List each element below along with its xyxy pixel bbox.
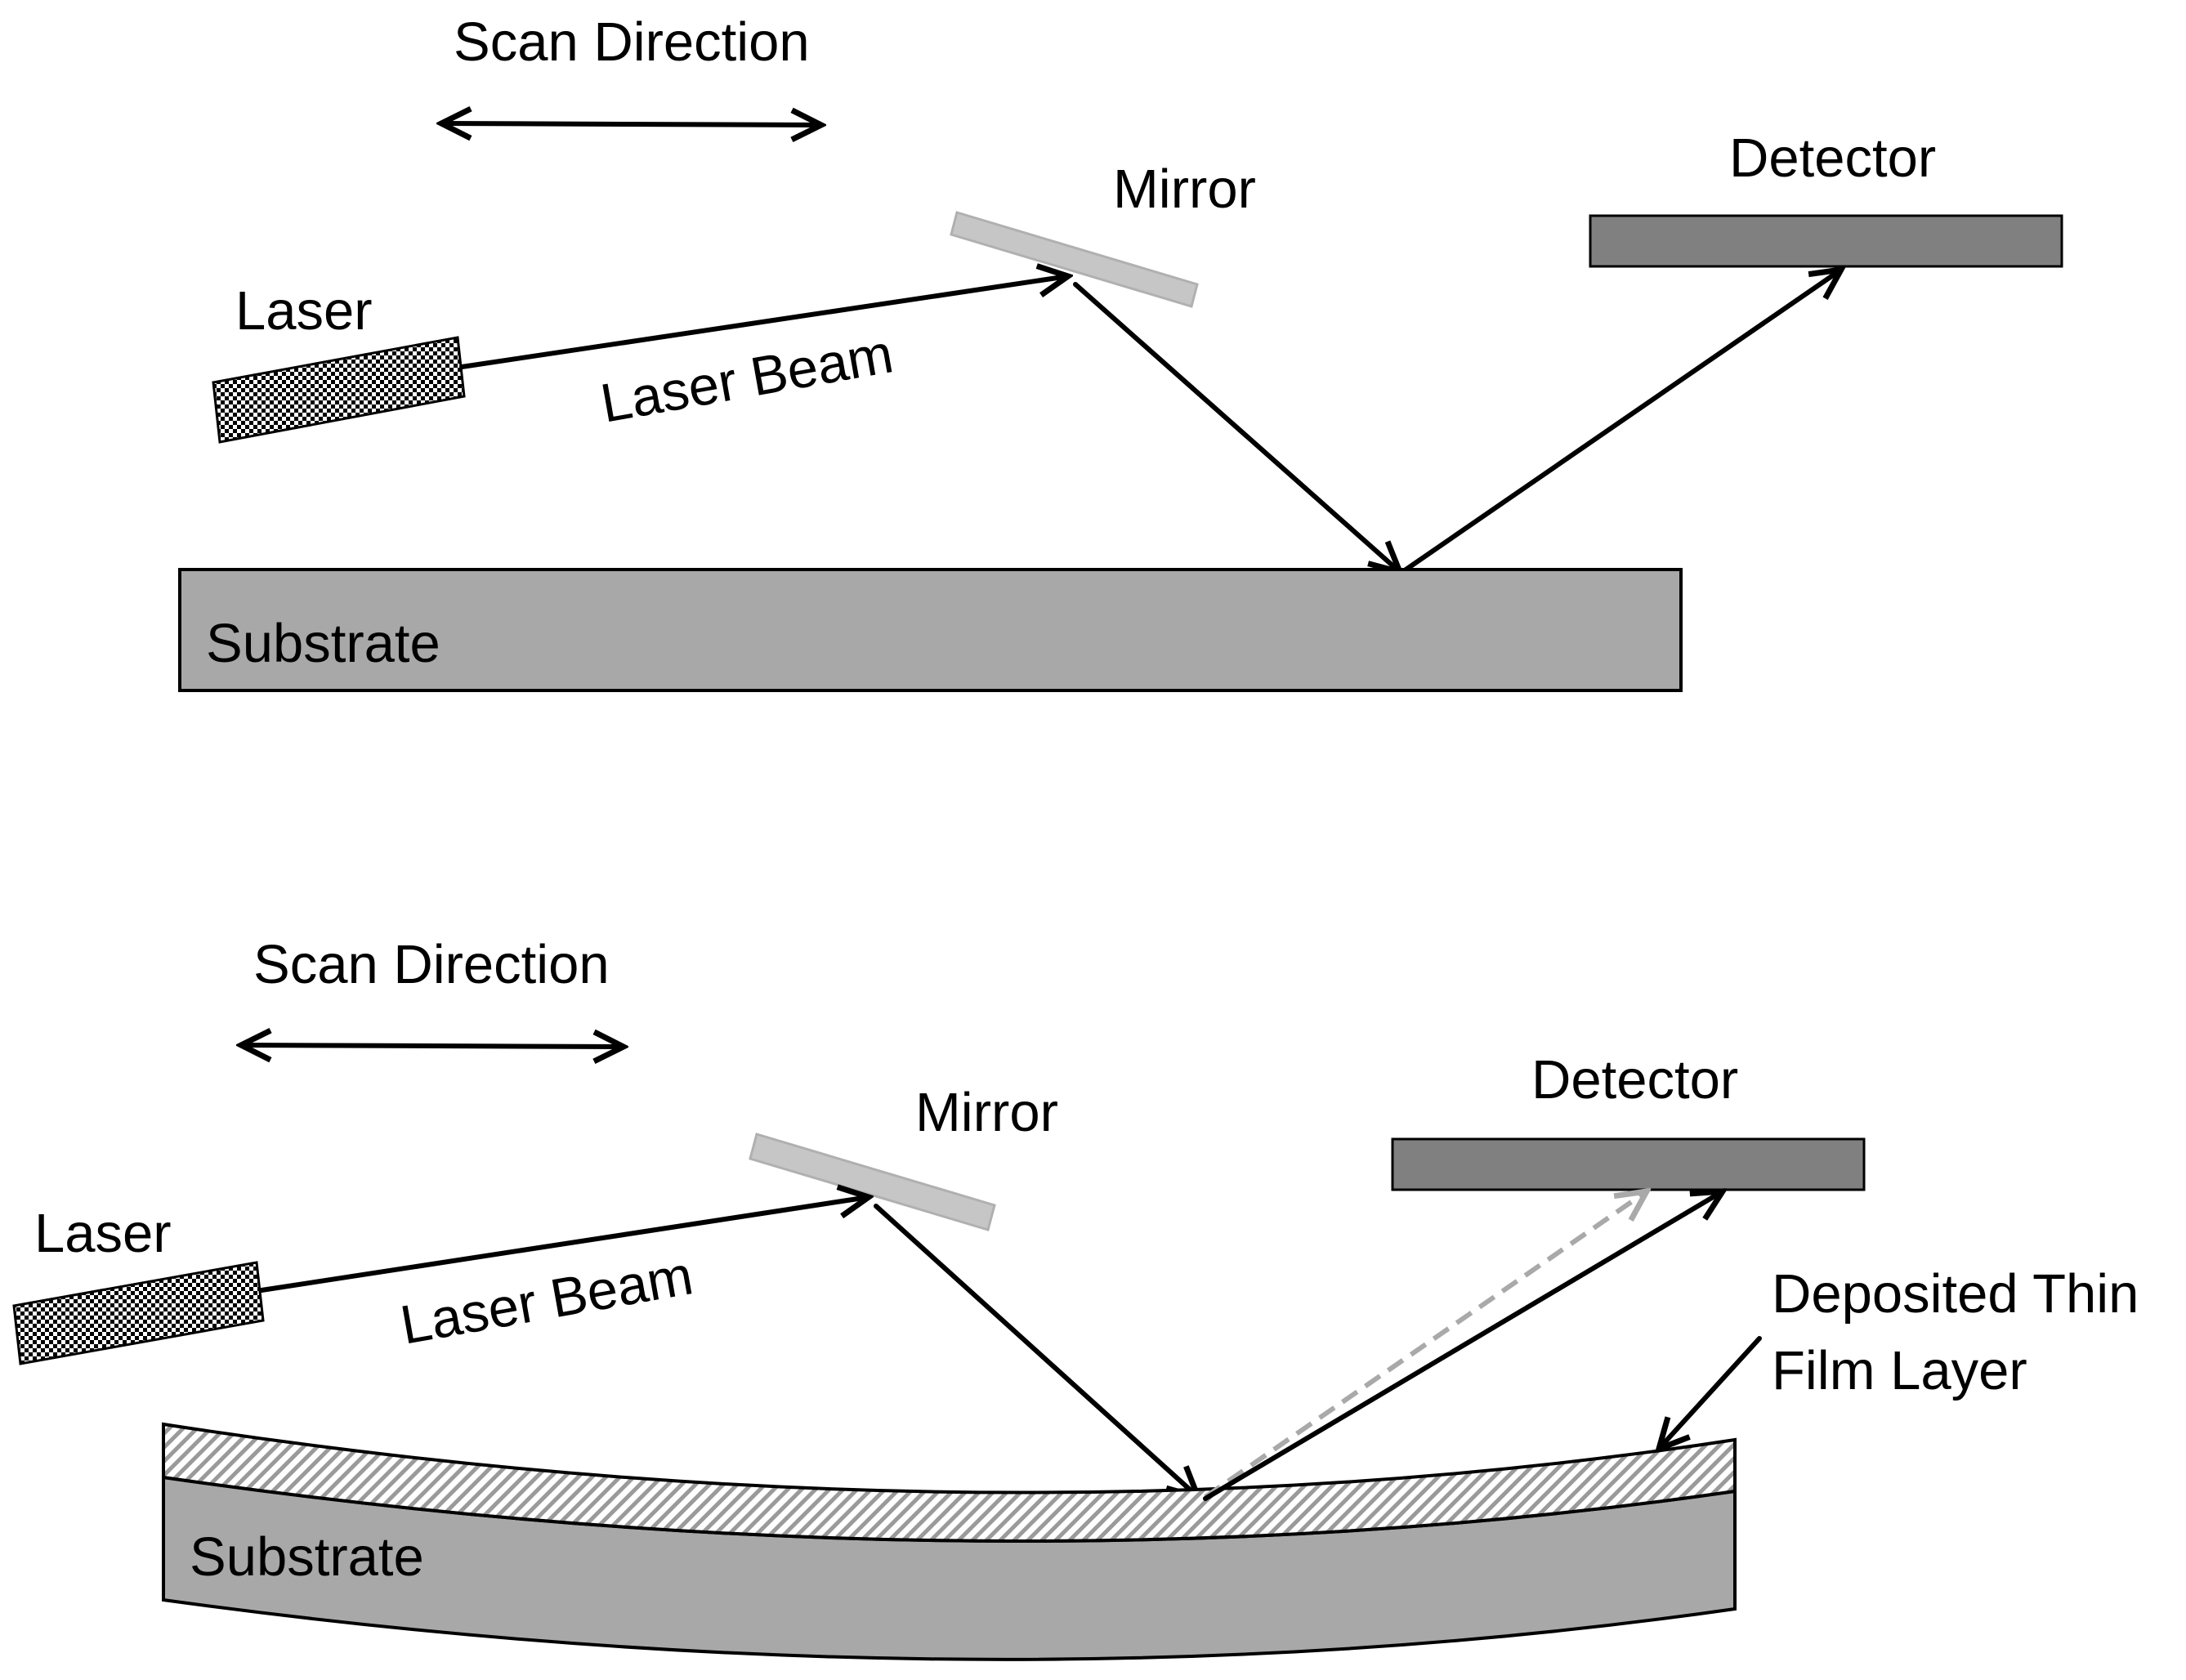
laser xyxy=(12,1261,265,1365)
detector xyxy=(1391,1137,1866,1191)
mirror-label: Mirror xyxy=(915,1082,1058,1143)
mirror-to-substrate-beam xyxy=(1073,282,1400,572)
thin-film-layer xyxy=(162,1422,1737,1544)
scan-direction-arrow xyxy=(241,1045,624,1047)
substrate xyxy=(178,568,1683,692)
mirror xyxy=(749,1133,996,1231)
top-panel: Scan Direction Mirror Detector Laser Las… xyxy=(178,11,2063,692)
scan-direction-label: Scan Direction xyxy=(454,11,810,73)
incident-beam xyxy=(259,1197,869,1293)
reflected-beam xyxy=(1400,270,1841,574)
thin-film-label-line1: Deposited Thin xyxy=(1772,1263,2139,1325)
detector-label: Detector xyxy=(1531,1049,1738,1110)
scan-direction-label: Scan Direction xyxy=(253,934,610,995)
substrate-label: Substrate xyxy=(206,613,440,674)
laser-label: Laser xyxy=(235,280,373,342)
substrate-label: Substrate xyxy=(190,1526,424,1588)
laser xyxy=(212,336,466,444)
detector-label: Detector xyxy=(1729,127,1936,189)
bottom-panel: Scan Direction Mirror Detector Laser Las… xyxy=(12,934,2139,1661)
laser-label: Laser xyxy=(34,1203,172,1264)
mirror-to-film-beam xyxy=(874,1204,1198,1497)
reflected-beam xyxy=(1203,1191,1723,1501)
thin-film-label-line2: Film Layer xyxy=(1772,1340,2027,1401)
scan-direction-arrow xyxy=(441,123,821,125)
mirror xyxy=(950,211,1199,308)
thin-film-pointer-arrow xyxy=(1659,1336,1762,1449)
incident-beam xyxy=(459,276,1068,369)
shifted-reflected-beam xyxy=(1204,1191,1647,1499)
detector xyxy=(1589,214,2063,268)
mirror-label: Mirror xyxy=(1113,159,1256,220)
